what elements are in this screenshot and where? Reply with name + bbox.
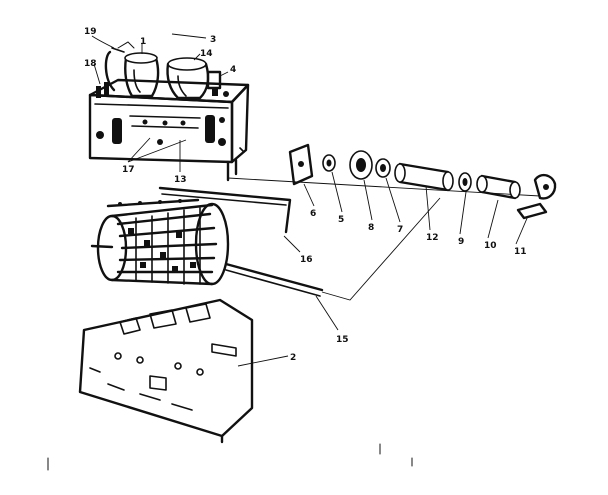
drum-cage bbox=[90, 197, 441, 301]
leader-lines bbox=[91, 33, 529, 367]
callout-17: 17 bbox=[122, 165, 135, 175]
callout-13: 13 bbox=[174, 175, 187, 185]
scan-marks bbox=[47, 443, 413, 471]
callout-15: 15 bbox=[336, 335, 349, 345]
callout-3: 3 bbox=[210, 35, 216, 45]
callout-12: 12 bbox=[426, 233, 439, 243]
callout-18: 18 bbox=[84, 59, 97, 69]
shaft-assembly bbox=[227, 143, 557, 220]
upper-housing bbox=[88, 41, 250, 182]
callout-9: 9 bbox=[458, 237, 464, 247]
callouts: 19 1 3 14 4 18 17 13 6 5 8 7 12 9 10 11 … bbox=[84, 27, 527, 363]
rod-16 bbox=[158, 186, 292, 234]
callout-5: 5 bbox=[338, 215, 344, 225]
callout-8: 8 bbox=[368, 223, 374, 233]
callout-1: 1 bbox=[140, 37, 146, 47]
callout-6: 6 bbox=[310, 209, 316, 219]
callout-10: 10 bbox=[484, 241, 497, 251]
callout-14: 14 bbox=[200, 49, 213, 59]
callout-19: 19 bbox=[84, 27, 97, 37]
base-plate bbox=[78, 298, 254, 444]
callout-4: 4 bbox=[230, 65, 236, 75]
callout-7: 7 bbox=[397, 225, 403, 235]
callout-2: 2 bbox=[290, 353, 296, 363]
callout-16: 16 bbox=[300, 255, 313, 265]
callout-11: 11 bbox=[514, 247, 527, 257]
